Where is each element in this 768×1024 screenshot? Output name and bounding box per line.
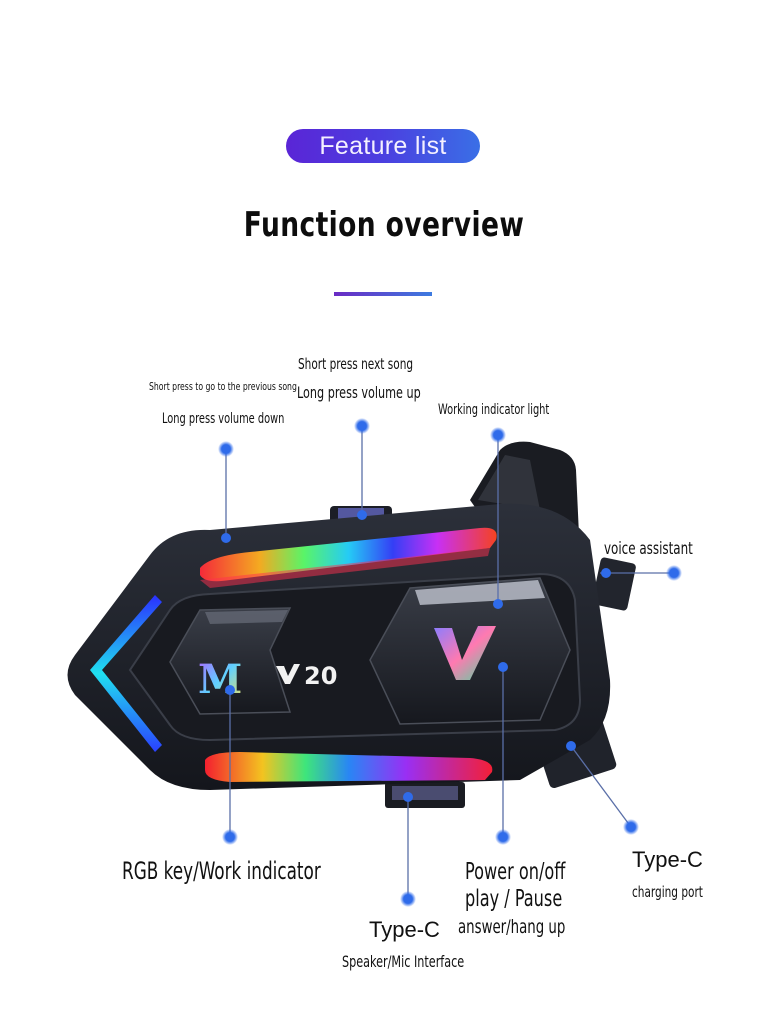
power-label-line1: Power on/off bbox=[465, 859, 566, 885]
voice-assistant-label: voice assistant bbox=[604, 539, 693, 559]
volume-up-label: Long press volume up bbox=[297, 383, 421, 402]
prev-song-label: Short press to go to the previous song bbox=[149, 380, 297, 393]
m-logo: M bbox=[198, 656, 242, 703]
power-label-line3: answer/hang up bbox=[458, 916, 566, 938]
feature-list-label: Feature list bbox=[319, 131, 447, 160]
svg-text:20: 20 bbox=[304, 662, 337, 690]
typec-speaker-title: Type-C bbox=[369, 917, 440, 942]
feature-list-badge: Feature list bbox=[286, 129, 480, 163]
page-title: Function overview bbox=[243, 205, 525, 245]
typec-charge-subtitle: charging port bbox=[632, 883, 703, 901]
power-label-line2: play / Pause bbox=[465, 886, 563, 912]
volume-down-label: Long press volume down bbox=[162, 411, 285, 427]
typec-charge-title: Type-C bbox=[632, 847, 703, 872]
typec-speaker-subtitle: Speaker/Mic Interface bbox=[342, 952, 465, 971]
rgb-key-label: RGB key/Work indicator bbox=[122, 857, 321, 885]
working-light-label: Working indicator light bbox=[438, 402, 550, 418]
title-underline bbox=[334, 292, 432, 296]
next-song-label: Short press next song bbox=[298, 355, 414, 373]
